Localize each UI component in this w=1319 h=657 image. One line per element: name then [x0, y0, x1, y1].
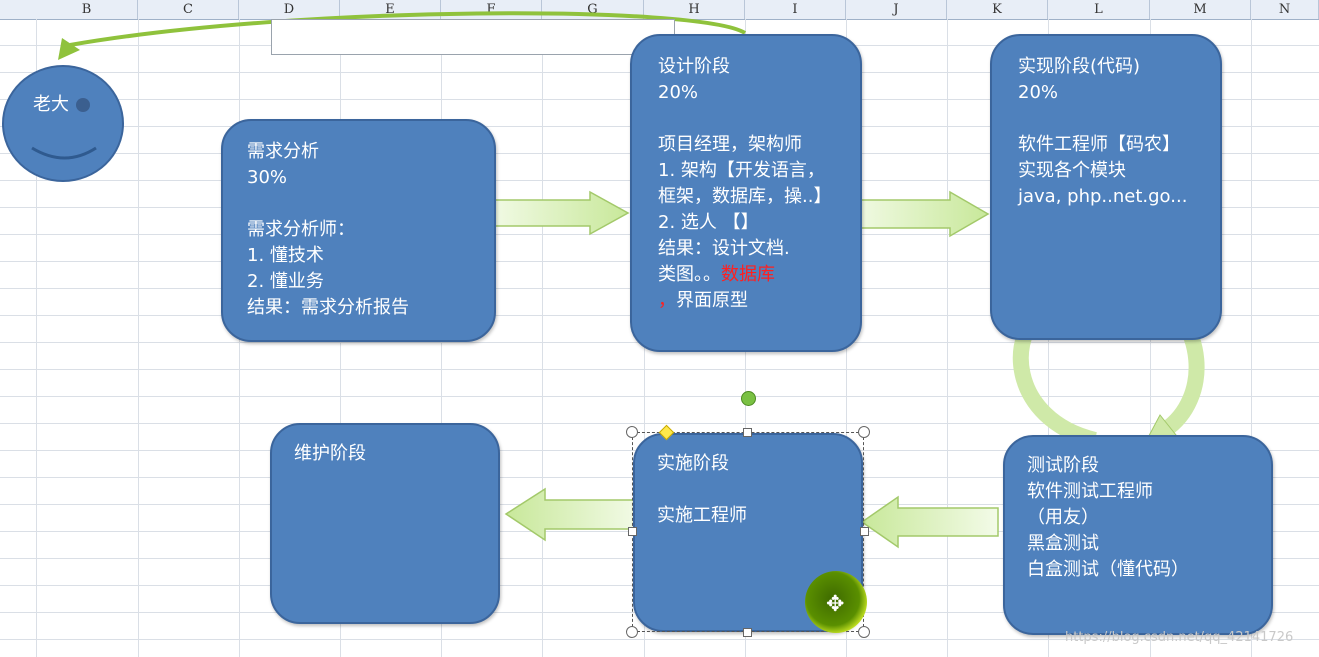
boss-face-shape[interactable] — [2, 65, 124, 182]
box-line: 框架，数据库，操..】 — [658, 186, 832, 207]
resize-handle-n[interactable] — [743, 428, 752, 437]
box-line: 2. 懂业务 — [247, 271, 324, 292]
arrow-test-to-deploy — [860, 495, 999, 549]
grid-line — [542, 19, 543, 657]
curved-arrow-to-boss — [69, 11, 747, 47]
resize-handle-se[interactable] — [858, 626, 870, 638]
grid-line — [1251, 19, 1252, 657]
box-line: 类图。。数据库 — [658, 262, 850, 288]
grid-line — [36, 19, 37, 657]
grid-line — [0, 639, 1319, 640]
testing-phase-box[interactable]: 测试阶段 软件测试工程师 （用友） 黑盒测试 白盒测试（懂代码） — [1003, 435, 1273, 635]
box-line: （用友） — [1027, 507, 1099, 528]
boss-label: 老大 — [33, 94, 69, 115]
arrow-design-to-impl — [847, 190, 990, 238]
resize-handle-nw[interactable] — [626, 426, 638, 438]
empty-text-box[interactable] — [271, 19, 675, 55]
box-line: 测试阶段 — [1027, 455, 1099, 476]
column-header-d[interactable]: D — [239, 0, 340, 19]
box-line: 实现各个模块 — [1018, 160, 1126, 181]
resize-handle-e[interactable] — [860, 527, 869, 536]
resize-handle-s[interactable] — [743, 628, 752, 637]
column-header-j[interactable]: J — [846, 0, 947, 19]
box-line: 实现阶段(代码) — [1018, 56, 1141, 77]
box-line: java, php..net.go... — [1018, 186, 1188, 207]
move-cursor-icon: ✥ — [826, 592, 845, 617]
box-line: 1. 架构【开发语言， — [658, 160, 825, 181]
column-header-c[interactable]: C — [138, 0, 239, 19]
column-header-k[interactable]: K — [947, 0, 1048, 19]
grid-line — [0, 423, 1319, 424]
column-header-m[interactable]: M — [1150, 0, 1251, 19]
box-line: 黑盒测试 — [1027, 533, 1099, 554]
box-line: 维护阶段 — [294, 443, 366, 464]
arrow-req-to-design — [485, 190, 630, 236]
box-text: 界面原型 — [676, 290, 748, 311]
resize-handle-ne[interactable] — [858, 426, 870, 438]
box-line — [247, 191, 470, 217]
box-line: 需求分析师： — [247, 219, 355, 240]
box-line — [1018, 106, 1210, 132]
face-smile — [31, 146, 97, 160]
requirements-analysis-box[interactable]: 需求分析 30% 需求分析师： 1. 懂技术 2. 懂业务 结果：需求分析报告 — [221, 119, 496, 342]
grid-line — [0, 396, 1319, 397]
box-line: 结果：需求分析报告 — [247, 297, 409, 318]
box-text: 类图。。 — [658, 264, 721, 285]
box-line: 设计阶段 — [658, 56, 730, 77]
column-header-i[interactable]: I — [745, 0, 846, 19]
curved-arrow-head — [58, 38, 80, 60]
column-header-l[interactable]: L — [1048, 0, 1150, 19]
box-line: 20% — [1018, 82, 1059, 103]
box-line — [658, 106, 850, 132]
box-line: 1. 懂技术 — [247, 245, 324, 266]
design-phase-box[interactable]: 设计阶段 20% 项目经理，架构师 1. 架构【开发语言， 框架，数据库，操..… — [630, 34, 862, 352]
column-header-h[interactable]: H — [644, 0, 745, 19]
box-line: 结果：设计文档. — [658, 238, 790, 259]
arrow-deploy-to-maintain — [504, 487, 641, 542]
box-line: 项目经理，架构师 — [658, 134, 802, 155]
box-line: 需求分析 — [247, 141, 319, 162]
box-line: 软件工程师【码农】 — [1018, 134, 1180, 155]
box-line: 2. 选人 【】 — [658, 212, 759, 233]
resize-handle-sw[interactable] — [626, 626, 638, 638]
box-line: 软件测试工程师 — [1027, 481, 1153, 502]
box-line: 实施阶段 — [657, 453, 729, 474]
rotation-handle[interactable] — [741, 391, 756, 406]
column-header-g[interactable]: G — [542, 0, 644, 19]
implementation-phase-box[interactable]: 实现阶段(代码) 20% 软件工程师【码农】 实现各个模块 java, php.… — [990, 34, 1222, 340]
box-line: 20% — [658, 82, 699, 103]
column-header-e[interactable]: E — [340, 0, 441, 19]
box-line: 30% — [247, 167, 288, 188]
resize-handle-w[interactable] — [628, 527, 637, 536]
watermark: https://blog.csdn.net/qq_42141726 — [1065, 630, 1294, 645]
highlighted-text: 数据库 — [721, 264, 775, 285]
column-header-b[interactable]: B — [36, 0, 138, 19]
box-line: 实施工程师 — [657, 505, 747, 526]
column-header-f[interactable]: F — [441, 0, 542, 19]
grid-line — [947, 19, 948, 657]
highlighted-text: ， — [658, 290, 676, 311]
box-line: ，界面原型 — [658, 288, 850, 314]
cursor-highlight — [805, 571, 867, 633]
grid-line — [0, 369, 1319, 370]
maintenance-phase-box[interactable]: 维护阶段 — [270, 423, 500, 624]
face-eye — [76, 98, 90, 112]
box-line: 白盒测试（懂代码） — [1027, 559, 1189, 580]
grid-line — [138, 19, 139, 657]
